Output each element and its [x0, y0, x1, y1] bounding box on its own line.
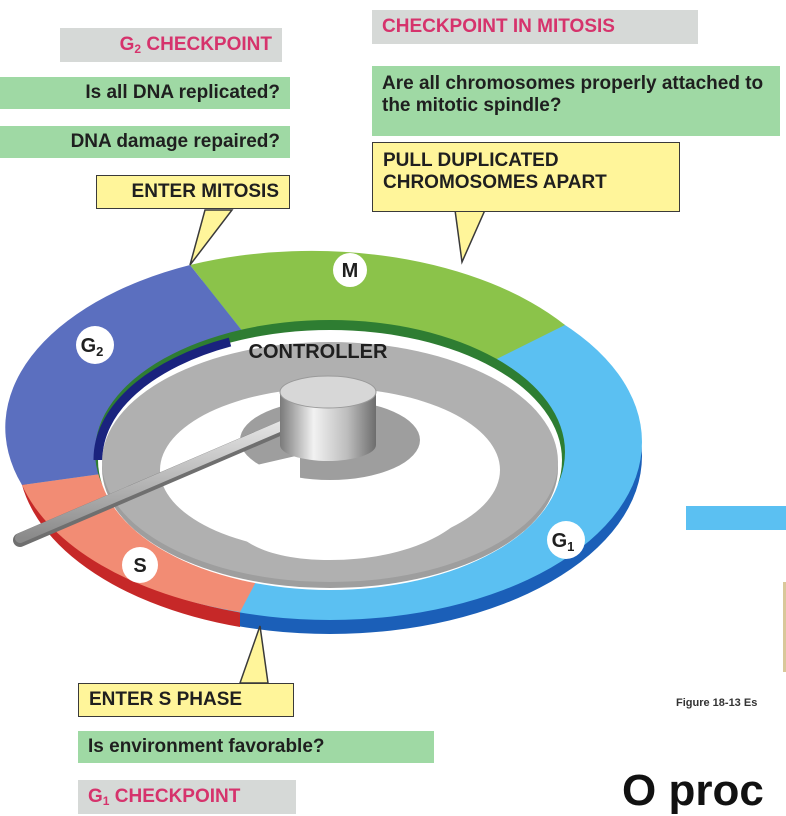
controller-knob: [279, 375, 377, 461]
phase-g2-label: G: [81, 335, 97, 357]
svg-text:G2: G2: [81, 335, 104, 359]
partial-heading: O proc: [622, 766, 764, 815]
g2-checkpoint-title: G2 CHECKPOINT: [60, 28, 282, 62]
partial-panel: [783, 582, 786, 672]
g2-question-replicated: Is all DNA replicated?: [0, 77, 290, 109]
phase-g1-label: G: [552, 530, 568, 552]
phase-m-label: M: [342, 260, 359, 282]
mitosis-checkpoint-title: CHECKPOINT IN MITOSIS: [372, 10, 698, 44]
phase-g1-sub: 1: [567, 539, 574, 554]
phase-s-marker: S: [122, 547, 158, 583]
phase-m-marker: M: [333, 253, 367, 287]
svg-text:G1: G1: [552, 530, 575, 554]
enter-s-pointer: [238, 625, 269, 684]
rotation-arrow: [229, 455, 472, 560]
g1-checkpoint-title: G1 CHECKPOINT: [78, 780, 296, 814]
phase-s-label: S: [133, 555, 146, 577]
enter-mitosis-label: ENTER MITOSIS: [96, 175, 290, 209]
figure-caption: Figure 18-13 Es: [676, 697, 758, 709]
pull-apart-pointer: [454, 209, 487, 265]
partial-bar: [686, 506, 786, 530]
phase-g1-marker: G1: [547, 521, 585, 559]
phase-g2-marker: G2: [76, 326, 114, 364]
g2-question-damage: DNA damage repaired?: [0, 126, 290, 158]
callout-pointers: [189, 209, 487, 684]
enter-mitosis-pointer: [189, 209, 234, 266]
controller-label: CONTROLLER: [249, 341, 388, 363]
controller-lever: [13, 413, 307, 547]
enter-s-phase-label: ENTER S PHASE: [78, 683, 294, 717]
pull-apart-label: PULL DUPLICATED CHROMOSOMES APART: [372, 142, 680, 212]
g1-question: Is environment favorable?: [78, 731, 434, 763]
phase-g2-sub: 2: [96, 344, 103, 359]
mitosis-question: Are all chromosomes properly attached to…: [372, 66, 780, 136]
